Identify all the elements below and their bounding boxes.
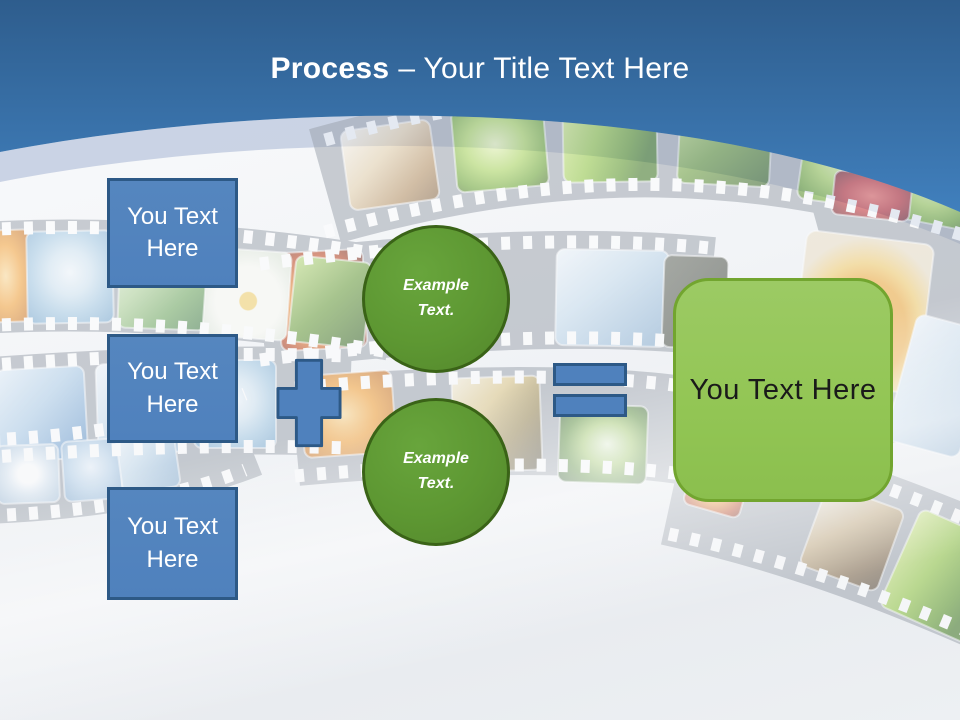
equals-bar-bottom [553,394,627,417]
result-box-label: You Text Here [689,373,877,406]
text-box-1: You Text Here [107,178,238,288]
equals-bar-top [553,363,627,386]
slide-title: Process– Your Title Text Here [0,52,960,86]
example-circle-2: Example Text. [362,398,510,546]
example-circle-2-label: Example Text. [403,450,469,492]
film-frame-water-ripple [25,229,115,325]
title-emphasis: Process [270,52,390,85]
film-frame-leaf [287,255,373,349]
text-box-3: You Text Here [107,487,238,600]
text-box-2: You Text Here [107,334,238,443]
text-box-3-label: You Text Here [127,513,218,573]
result-box: You Text Here [673,278,893,502]
plus-icon [276,358,342,448]
example-circle-1: Example Text. [362,225,510,373]
plus-shape [276,358,342,448]
text-box-2-label: You Text Here [127,358,218,418]
title-rest: – Your Title Text Here [398,52,690,85]
equals-shape [553,363,627,425]
text-box-1-label: You Text Here [127,202,218,262]
example-circle-1-label: Example Text. [403,277,469,319]
